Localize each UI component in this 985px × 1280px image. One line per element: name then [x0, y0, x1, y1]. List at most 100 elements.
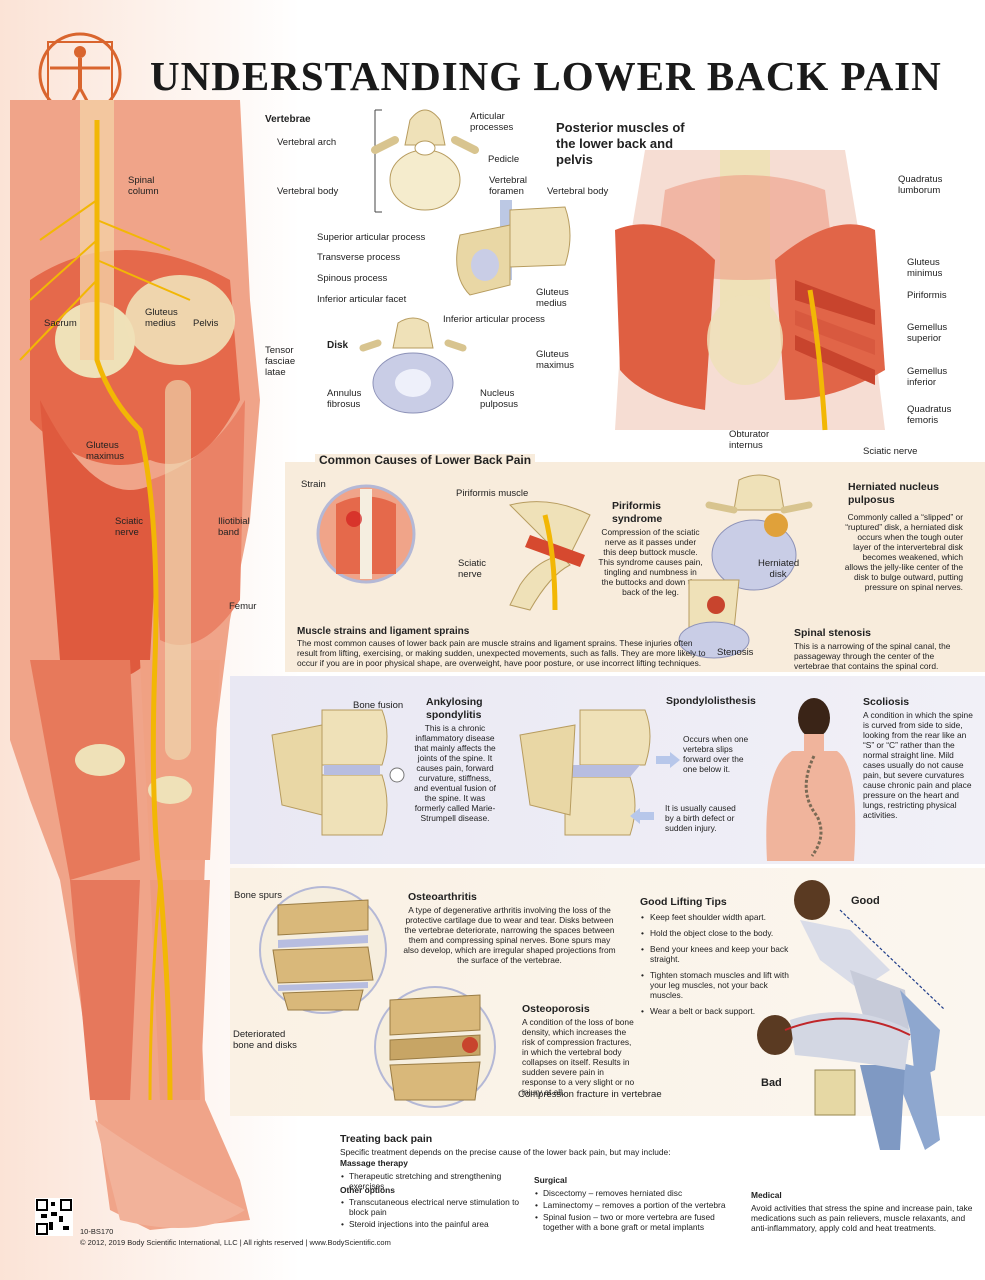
label-spinal-column: Spinal column [128, 175, 159, 197]
good-label: Good [851, 895, 880, 907]
ankylosing-text: This is a chronic inflammatory disease t… [414, 723, 496, 823]
bad-label: Bad [761, 1077, 782, 1089]
treating-intro: Specific treatment depends on the precis… [340, 1147, 671, 1157]
muscle-strains-title: Muscle strains and ligament sprains [297, 626, 470, 637]
spondylolisthesis-text-2: It is usually caused by a birth defect o… [665, 803, 736, 833]
piriformis-syndrome-title: Piriformis syndrome [612, 500, 663, 525]
label-obturator-internus: Obturator internus [729, 429, 770, 451]
label-deteriorated: Deteriorated bone and disks [233, 1029, 297, 1051]
list-item: Bend your knees and keep your back strai… [641, 944, 800, 964]
label-herniated-disk: Herniated disk [758, 558, 800, 580]
list-item: Discectomy – removes herniated disc [535, 1188, 729, 1198]
vertebra-top-illustration [371, 109, 479, 213]
label-superior-articular-process: Superior articular process [317, 232, 426, 243]
scoliosis-illustration [766, 698, 856, 861]
label-gemellus-superior: Gemellus superior [907, 322, 948, 344]
osteoarthritis-title: Osteoarthritis [408, 891, 477, 903]
label-iliotibial-band: Iliotibial band [218, 516, 250, 538]
label-inferior-articular-facet: Inferior articular facet [317, 294, 407, 305]
posterior-muscles-illustration [615, 150, 885, 431]
scoliosis-text: A condition in which the spine is curved… [863, 710, 973, 820]
other-options-list: Transcutaneous electrical nerve stimulat… [340, 1197, 520, 1231]
treating-title: Treating back pain [340, 1133, 433, 1145]
medical-title: Medical [751, 1190, 782, 1200]
spondylolisthesis-illustration [519, 709, 651, 836]
label-bone-fusion: Bone fusion [353, 700, 404, 711]
label-vertebral-body-side: Vertebral body [547, 186, 609, 197]
label-strain: Strain [301, 479, 326, 490]
label-piriformis-muscle: Piriformis muscle [456, 488, 529, 499]
massage-list: Therapeutic stretching and strengthening… [340, 1171, 520, 1193]
label-sciatic-nerve: Sciatic nerve [115, 516, 143, 538]
medical-text: Avoid activities that stress the spine a… [751, 1203, 973, 1233]
piriformis-syndrome-text: Compression of the sciatic nerve as it p… [598, 527, 703, 597]
label-vertebral-arch: Vertebral arch [277, 137, 337, 148]
piriformis-illustration [509, 501, 591, 611]
ankylosing-title: Ankylosing spondylitis [426, 696, 483, 721]
strain-illustration [316, 484, 416, 584]
osteoporosis-title: Osteoporosis [522, 1003, 590, 1015]
list-item: Tighten stomach muscles and lift with yo… [641, 970, 800, 1000]
label-tensor-fasciae-latae: Tensor fasciae latae [265, 345, 296, 378]
disk-heading: Disk [327, 340, 349, 351]
label-bone-spurs: Bone spurs [234, 890, 283, 901]
label-stenosis: Stenosis [717, 647, 754, 658]
spondylolisthesis-title: Spondylolisthesis [666, 695, 756, 707]
arrow-right-icon [656, 752, 680, 768]
label-annulus-fibrosus: Annulus fibrosus [327, 388, 362, 410]
label-articular-processes: Articular processes [470, 111, 514, 133]
stenosis-title: Spinal stenosis [794, 627, 872, 639]
lifting-tips: Keep feet shoulder width apart. Hold the … [640, 912, 800, 1022]
list-item: Keep feet shoulder width apart. [641, 912, 800, 922]
list-item: Transcutaneous electrical nerve stimulat… [341, 1197, 520, 1217]
label-quadratus-lumborum: Quadratus lumborum [898, 174, 943, 196]
qr-code-icon [35, 1198, 73, 1236]
vertebrae-heading: Vertebrae [265, 114, 311, 125]
label-nucleus-pulposus: Nucleus pulposus [480, 388, 519, 410]
list-item: Steroid injections into the painful area [341, 1219, 520, 1229]
label-sciatic-nerve-posterior: Sciatic nerve [863, 446, 918, 457]
label-quadratus-femoris: Quadratus femoris [907, 404, 952, 426]
ankylosing-illustration [271, 709, 405, 836]
surgical-title: Surgical [534, 1175, 568, 1185]
causes-heading: Common Causes of Lower Back Pain [315, 454, 536, 467]
scoliosis-title: Scoliosis [863, 696, 910, 708]
label-vertebral-body: Vertebral body [277, 186, 339, 197]
disk-illustration [359, 317, 467, 414]
other-options-title: Other options [340, 1185, 395, 1195]
muscle-strains-text: The most common causes of lower back pai… [297, 638, 706, 668]
footer-copyright: © 2012, 2019 Body Scientific Internation… [80, 1238, 391, 1247]
label-femur: Femur [229, 601, 257, 612]
label-gluteus-maximus: Gluteus maximus [86, 440, 125, 462]
list-item: Wear a belt or back support. [641, 1006, 800, 1016]
label-pedicle: Pedicle [488, 154, 520, 165]
massage-title: Massage therapy [340, 1158, 408, 1168]
label-sacrum: Sacrum [44, 318, 77, 329]
list-item: Hold the object close to the body. [641, 928, 800, 938]
herniated-disk-illustration [678, 474, 813, 659]
label-vertebral-foramen: Vertebral foramen [489, 175, 528, 197]
arrow-left-icon [630, 808, 654, 824]
vertebra-side-illustration [456, 200, 571, 296]
herniated-text: Commonly called a “slipped” or “ruptured… [844, 512, 963, 592]
label-piriformis: Piriformis [907, 290, 947, 301]
surgical-list: Discectomy – removes herniated discLamin… [534, 1188, 729, 1234]
label-pelvis: Pelvis [193, 318, 219, 329]
osteoporosis-illustration [374, 986, 496, 1108]
footer-code: 10-BS170 [80, 1227, 114, 1236]
list-item: Therapeutic stretching and strengthening… [341, 1171, 520, 1191]
spondylolisthesis-text-1: Occurs when one vertebra slips forward o… [683, 734, 749, 774]
page-title: UNDERSTANDING LOWER BACK PAIN [150, 53, 942, 99]
label-spinous-process: Spinous process [317, 273, 388, 284]
posterior-muscles-heading: Posterior muscles of the lower back and … [556, 120, 685, 167]
label-gluteus-medius-posterior: Gluteus medius [536, 287, 569, 309]
label-gemellus-inferior: Gemellus inferior [907, 366, 948, 388]
label-gluteus-medius: Gluteus medius [145, 307, 178, 329]
label-transverse-process: Transverse process [317, 252, 401, 263]
label-inferior-articular-process: Inferior articular process [443, 314, 545, 325]
osteoarthritis-text: A type of degenerative arthritis involvi… [403, 905, 616, 965]
osteoporosis-text: A condition of the loss of bone density,… [522, 1017, 635, 1097]
herniated-title: Herniated nucleus pulposus [848, 481, 940, 506]
label-sciatic-nerve-causes: Sciatic nerve [458, 558, 486, 580]
label-gluteus-minimus: Gluteus minimus [907, 257, 943, 279]
